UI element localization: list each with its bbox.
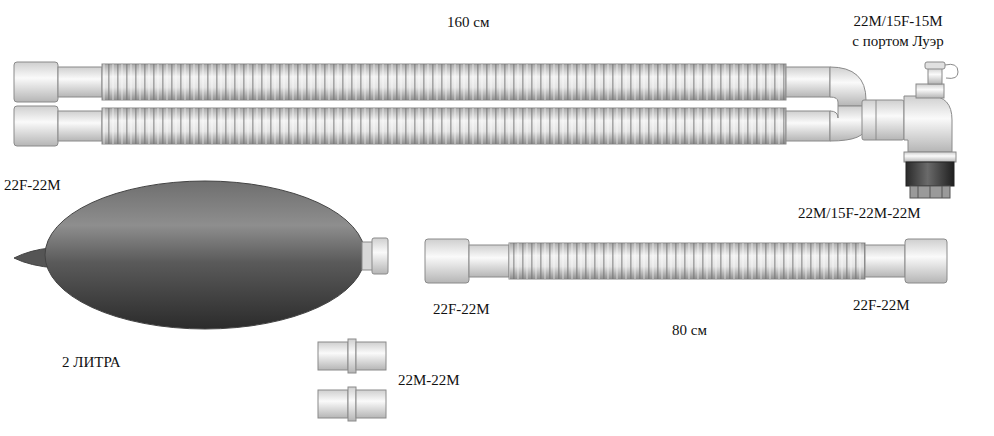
connector-spec-label: 22F-22M [853, 295, 910, 315]
connector-spec-label: 22M/15F-15M с портом Луэр [850, 11, 946, 52]
dimension-label: 80 см [672, 320, 707, 340]
connector-spec-label: 22F-22M [4, 175, 61, 195]
dimension-label: 160 см [447, 12, 489, 32]
connector-spec-label: 22M/15F-22M-22M [798, 203, 921, 223]
volume-label: 2 ЛИТРА [62, 352, 121, 372]
connector-spec-label: 22M-22M [398, 370, 460, 390]
connector-spec-label: 22F-22M [433, 299, 490, 319]
